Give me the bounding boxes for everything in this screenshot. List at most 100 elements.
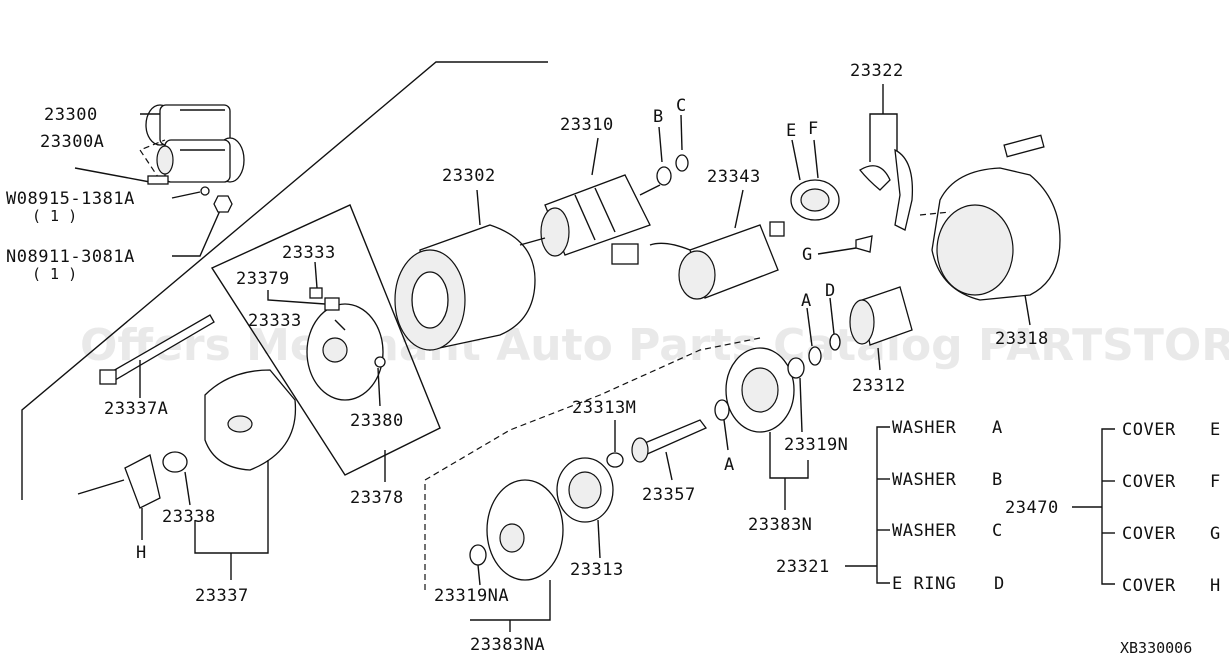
- label-23379: 23379: [236, 269, 290, 289]
- bolt-23300A: [147, 175, 169, 185]
- bearing-23313M: [606, 452, 624, 468]
- leader-23322: [869, 113, 898, 162]
- legend-right-bracket: [1101, 428, 1115, 585]
- leader-23379: [267, 290, 326, 305]
- washer-08915: [200, 186, 210, 196]
- letter-h: H: [136, 543, 147, 563]
- brush-holder-inset-box: [210, 204, 441, 476]
- legend-right-item-1-code: E: [1210, 420, 1221, 440]
- starter-assembly-drawing: [145, 104, 245, 183]
- label-23310: 23310: [560, 115, 614, 135]
- leader-b: [658, 126, 663, 163]
- leader-23383NA: [470, 580, 551, 621]
- legend-right-item-1-label: COVER: [1122, 420, 1176, 440]
- legend-left-item-3-label: WASHER: [892, 521, 957, 541]
- leader-23300A: [74, 167, 151, 183]
- screw-cover-h: [77, 479, 125, 495]
- brush-holder-drawing: [306, 287, 386, 401]
- washer-b: [656, 166, 672, 186]
- label-23378: 23378: [350, 488, 404, 508]
- e-ring-d: [829, 333, 841, 351]
- leader-dashed-23300A: [139, 139, 166, 181]
- leader-d: [829, 297, 835, 335]
- leader-e: [791, 139, 801, 181]
- leader-23343: [734, 189, 744, 229]
- label-23380: 23380: [350, 411, 404, 431]
- clutch-upper-drawing: [725, 347, 805, 433]
- leader-23313: [597, 519, 601, 559]
- diagram-code: XB330006: [1120, 639, 1192, 657]
- leader-08911: [172, 205, 223, 257]
- label-23302: 23302: [442, 166, 496, 186]
- label-23319N: 23319N: [784, 435, 848, 455]
- legend-left-item-3-code: C: [992, 521, 1003, 541]
- legend-right-item-2-label: COVER: [1122, 472, 1176, 492]
- label-08915-qty: ( 1 ): [32, 207, 77, 225]
- leader-23310: [591, 137, 599, 176]
- legend-left-bracket: [876, 426, 890, 584]
- legend-right-item-3-label: COVER: [1122, 524, 1176, 544]
- legend-right-item-3-code: G: [1210, 524, 1221, 544]
- leader-23319NA: [477, 564, 481, 586]
- washer-a-lower: [714, 399, 730, 421]
- label-23333-upper: 23333: [282, 243, 336, 263]
- bushing-23338: [162, 451, 188, 473]
- cover-h-bracket: [124, 454, 161, 509]
- letter-e: E: [786, 121, 797, 141]
- cover-f-inner: [800, 188, 830, 212]
- shaft-23357: [639, 419, 708, 456]
- legend-left-item-4-code: D: [994, 574, 1005, 594]
- label-08911-qty: ( 1 ): [32, 265, 77, 283]
- label-23319NA: 23319NA: [434, 586, 509, 606]
- shift-lever-right: [894, 148, 914, 231]
- shaft-end: [631, 437, 649, 463]
- label-23337A: 23337A: [104, 399, 168, 419]
- leader-dashed-23318: [919, 211, 951, 216]
- letter-g: G: [802, 245, 813, 265]
- letter-d: D: [825, 281, 836, 301]
- shift-lever-left: [859, 165, 891, 191]
- letter-a-lower: A: [724, 455, 735, 475]
- solenoid-drawing: [611, 221, 785, 300]
- washer-a-upper: [808, 346, 822, 366]
- cover-g: [855, 235, 873, 253]
- leader-a-upper: [806, 307, 813, 347]
- leader-23318: [1024, 294, 1031, 326]
- label-08915: W08915-1381A: [6, 189, 135, 209]
- label-23300: 23300: [44, 105, 98, 125]
- leader-23338: [184, 471, 191, 506]
- leader-f: [813, 139, 819, 179]
- legend-right-item-2-code: F: [1210, 472, 1221, 492]
- yoke-drawing: [394, 224, 536, 351]
- label-08911: N08911-3081A: [6, 247, 135, 267]
- leader-23312: [877, 347, 881, 371]
- label-23357: 23357: [642, 485, 696, 505]
- legend-left-item-1-code: A: [992, 418, 1003, 438]
- leader-23380: [377, 367, 381, 407]
- leader-23319N: [799, 377, 803, 433]
- legend-left-item-2-code: B: [992, 470, 1003, 490]
- rear-cover-drawing: [204, 369, 297, 471]
- label-23322: 23322: [850, 61, 904, 81]
- leader-dashed-lower: [424, 337, 761, 590]
- letter-c: C: [676, 96, 687, 116]
- pulley-drawing: [469, 479, 564, 581]
- washer-c: [675, 154, 689, 172]
- legend-right-item-4-code: H: [1210, 576, 1221, 596]
- bearing-23313-drawing: [556, 457, 614, 523]
- leader-c: [680, 114, 683, 151]
- label-23383NA: 23383NA: [470, 635, 545, 655]
- leader-23333b: [334, 319, 346, 331]
- nut-08911: [213, 195, 233, 213]
- legend-left-item-1-label: WASHER: [892, 418, 957, 438]
- leader-23333a: [314, 261, 318, 289]
- armature-drawing: [519, 174, 661, 257]
- letter-f: F: [808, 119, 819, 139]
- watermark-text: Offers Merchant Auto Parts Catalog PARTS…: [80, 320, 1229, 371]
- label-23313M: 23313M: [572, 398, 636, 418]
- legend-left-item-4-label: E RING: [892, 574, 956, 594]
- label-23318: 23318: [995, 329, 1049, 349]
- label-23470: 23470: [1005, 498, 1059, 518]
- leader-g: [817, 247, 857, 255]
